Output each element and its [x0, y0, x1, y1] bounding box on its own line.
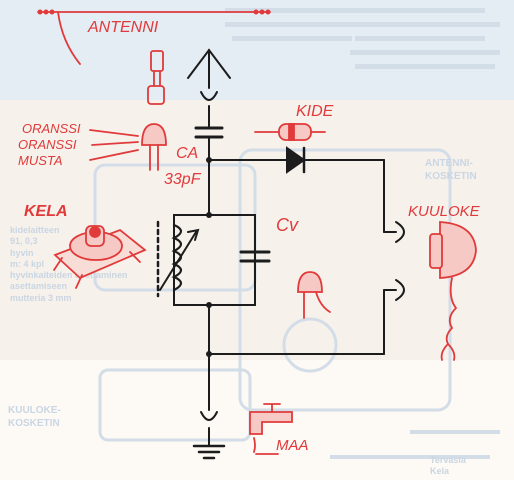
background-line: KUULOKE-	[8, 405, 61, 416]
background-earphone-contact: KUULOKE- KOSKETIN	[8, 405, 61, 430]
junction-dot	[206, 302, 212, 308]
crystal-body-icon	[278, 123, 312, 141]
cv-label: Cv	[276, 215, 298, 235]
coil-pin-icon	[75, 274, 83, 289]
crystal-band-icon	[288, 123, 295, 141]
background-line: kidelaitteen	[10, 225, 60, 235]
background-line: KOSKETIN	[8, 417, 60, 429]
ca-component-icon	[141, 123, 167, 146]
antenna-label: ANTENNI	[88, 19, 159, 36]
insulator-dot	[253, 9, 259, 15]
earphone-label: KUULOKE	[408, 203, 480, 220]
circuit-junctions	[206, 157, 212, 357]
wire-coil-box-left	[173, 214, 210, 306]
background-antenna-contact: ANTENNI- KOSKETIN	[425, 158, 477, 183]
wire-color-label: ORANSSI	[18, 137, 77, 152]
ground-label: MAA	[276, 437, 309, 454]
coil-label: KELA	[24, 203, 68, 220]
earphone-plug-icon	[440, 343, 456, 361]
ca-value-label: 33pF	[164, 171, 201, 188]
junction-dot	[206, 351, 212, 357]
coil-pin-icon	[53, 257, 63, 271]
background-line: Tervasia	[430, 455, 466, 465]
background-line: 91, 0,3	[10, 236, 38, 247]
earphone-jack-top	[395, 221, 405, 243]
insulator-dot	[43, 9, 49, 15]
coil-arrowhead	[187, 228, 200, 241]
background-line: m: 4 kpl	[10, 258, 45, 269]
earphone-body-icon	[439, 221, 477, 279]
faint-text-lines	[225, 8, 500, 459]
background-line: hyvinkaiteiden asettaminen	[10, 270, 128, 280]
wire-arrow-orange-1	[89, 129, 139, 137]
background-line: hyvin	[10, 247, 34, 258]
insulator-dot	[37, 9, 43, 15]
diode-symbol	[286, 146, 306, 174]
plug-icon	[150, 50, 164, 72]
ca-label: CA	[176, 145, 199, 162]
junction-dot	[206, 157, 212, 163]
antenna-jack	[200, 91, 218, 101]
cv-component-icon	[297, 271, 323, 293]
plug-body-icon	[147, 85, 165, 105]
background-line: asettamiseen	[10, 281, 68, 292]
wire-arrow-black	[89, 149, 139, 161]
background-line: ANTENNI-	[425, 158, 473, 169]
component-illustrations	[37, 11, 477, 455]
coil-pin-icon	[129, 251, 141, 263]
earphone-cord-icon	[445, 277, 458, 345]
ground-jack	[200, 411, 218, 421]
circuit-wires	[156, 48, 405, 460]
plug-pins-icon	[153, 70, 161, 87]
water-tap-icon	[249, 411, 293, 435]
earphone-jack-bottom	[395, 279, 405, 301]
crystal-label: KIDE	[296, 103, 334, 120]
background-bottom-right: Tervasia Kela	[430, 455, 466, 478]
coil-adjust-arrow	[159, 231, 197, 291]
junction-dot	[206, 212, 212, 218]
wire-color-label: ORANSSI	[22, 121, 81, 136]
antenna-lead-icon	[57, 11, 81, 65]
earphone-cap-icon	[429, 233, 443, 269]
background-line: KOSKETIN	[425, 170, 477, 182]
insulator-dot	[265, 9, 271, 15]
coil-knob-center-icon	[89, 226, 101, 238]
insulator-dot	[259, 9, 265, 15]
background-line: Kela	[430, 466, 450, 477]
cv-leads-icon	[303, 291, 331, 319]
water-drip-icon	[253, 437, 256, 453]
water-tap-handle-icon	[263, 403, 281, 413]
wire-arrow-orange-2	[91, 141, 139, 146]
insulator-dot	[49, 9, 55, 15]
antenna-insulators	[37, 9, 271, 15]
ca-leads-icon	[149, 144, 159, 171]
background-text-block: kidelaitteen 91, 0,3 hyvin m: 4 kpl hyvi…	[10, 225, 128, 304]
wire-color-label: MUSTA	[18, 153, 63, 168]
background-line: mutteria 3 mm	[10, 292, 72, 303]
